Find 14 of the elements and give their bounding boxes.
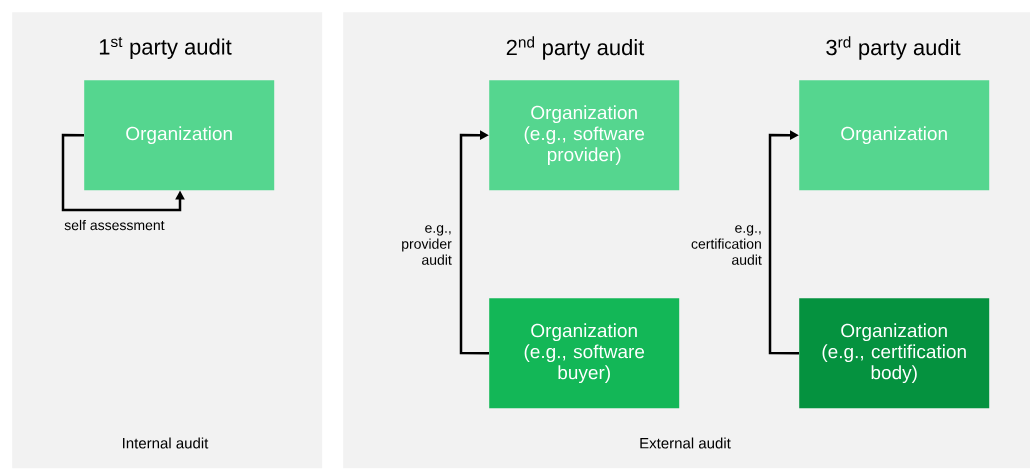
column-title: 1$^{st}$ party audit bbox=[99, 37, 232, 60]
arrow bbox=[61, 133, 185, 212]
edge-label: e.g., provider audit bbox=[402, 225, 452, 265]
edge-label: e.g., certification audit bbox=[691, 225, 762, 265]
organization-box: Organization (e.g., certification body) bbox=[799, 298, 990, 409]
arrow bbox=[768, 130, 799, 355]
column-title: 3$^{rd}$ party audit bbox=[826, 36, 961, 60]
organization-box: Organization (e.g., software provider) bbox=[489, 80, 680, 191]
column-title: 2$^{nd}$ party audit bbox=[506, 36, 645, 60]
organization-box: Organization bbox=[799, 80, 990, 191]
organization-box: Organization bbox=[84, 80, 275, 191]
edge-label: self assessment bbox=[64, 219, 165, 231]
organization-box: Organization (e.g., software buyer) bbox=[489, 298, 680, 409]
arrow bbox=[459, 130, 489, 355]
